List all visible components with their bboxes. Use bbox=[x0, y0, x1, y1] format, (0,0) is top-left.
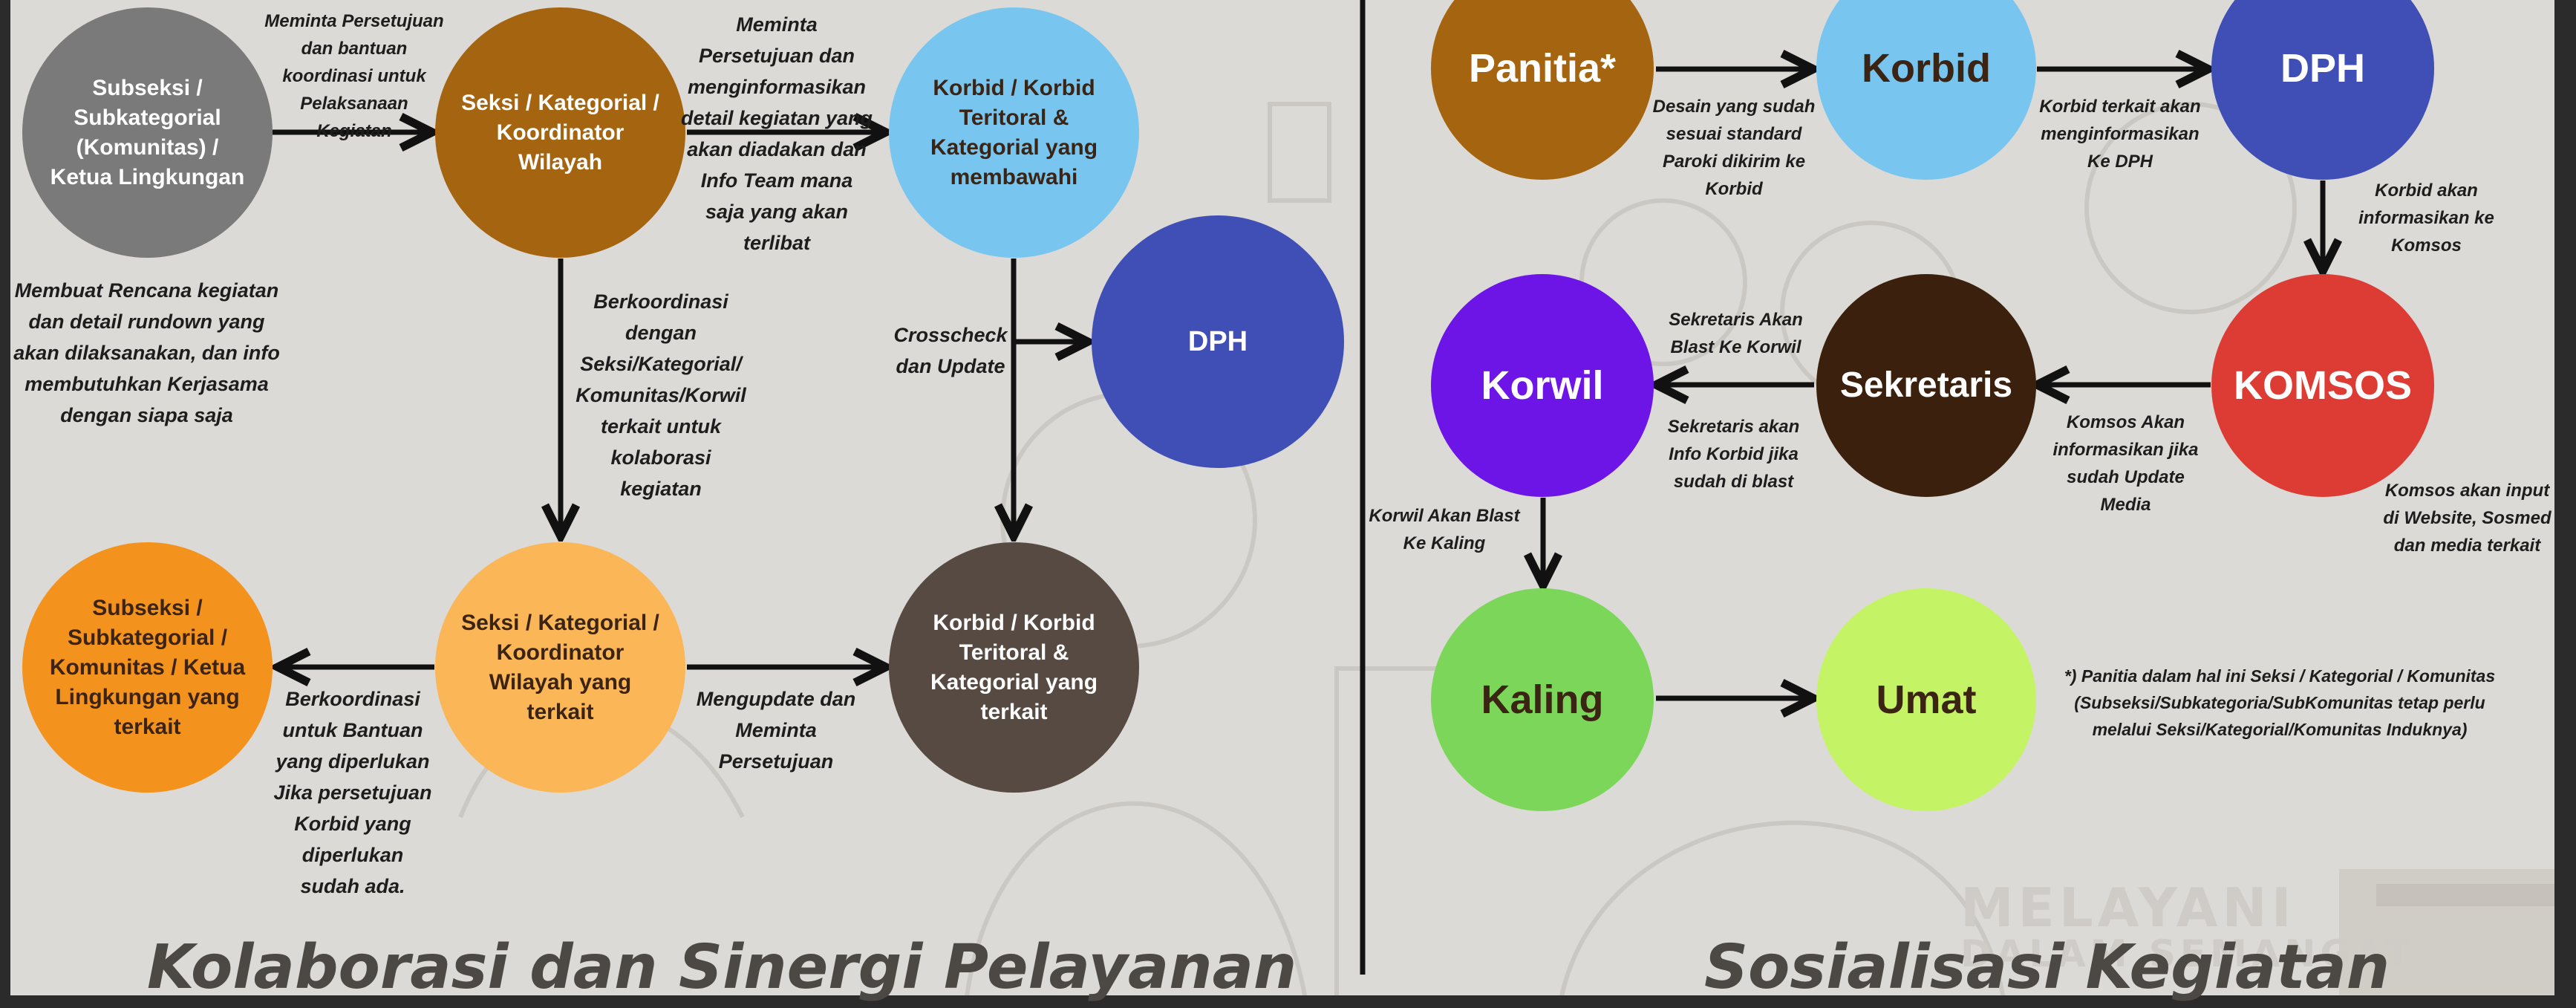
node-label: Korbid bbox=[1862, 46, 1991, 91]
note-crosscheck-update: Crosscheck dan Update bbox=[893, 324, 1008, 377]
note-korbid-info-komsos: Korbid akan informasikan ke Komsos bbox=[2358, 181, 2494, 256]
note-berkoordinasi-kolaborasi: Berkoordinasi dengan Seksi/Kategorial/ K… bbox=[575, 290, 746, 500]
node-label: Panitia* bbox=[1468, 46, 1617, 91]
node-label: Subseksi / Subkategorial / Komunitas / K… bbox=[49, 595, 246, 739]
note-desain-dikirim: Desain yang sudah sesuai standard Paroki… bbox=[1652, 97, 1816, 199]
node-subseksi-ketua-lingkungan: Subseksi / Subkategorial (Komunitas) / K… bbox=[22, 7, 273, 258]
node-label: Kaling bbox=[1481, 677, 1604, 722]
node-label: DPH bbox=[1187, 326, 1248, 357]
node-seksi-koordinator-wilayah: Seksi / Kategorial / Koordinator Wilayah bbox=[435, 7, 685, 258]
node-label: Korbid / Korbid Teritoral & Kategorial y… bbox=[930, 610, 1098, 724]
node-komsos: KOMSOS bbox=[2211, 274, 2434, 497]
note-meminta-persetujuan-koordinasi: Meminta Persetujuan dan bantuan koordina… bbox=[264, 11, 444, 141]
node-label: Korbid / Korbid Teritoral & Kategorial y… bbox=[930, 75, 1098, 189]
note-sekretaris-blast-korwil: Sekretaris Akan Blast Ke Korwil bbox=[1669, 310, 1803, 357]
node-seksi-terkait: Seksi / Kategorial / Koordinator Wilayah… bbox=[435, 542, 685, 793]
node-sekretaris: Sekretaris bbox=[1816, 274, 2036, 497]
node-label: Sekretaris bbox=[1839, 365, 2013, 405]
node-label: DPH bbox=[2280, 46, 2365, 91]
node-label: Subseksi / Subkategorial (Komunitas) / K… bbox=[50, 75, 245, 189]
node-label: KOMSOS bbox=[2233, 363, 2413, 408]
note-meminta-persetujuan-detail: Meminta Persetujuan dan menginformasikan… bbox=[680, 13, 873, 254]
note-komsos-input-media: Komsos akan input di Website, Sosmed dan… bbox=[2383, 481, 2551, 556]
note-komsos-info-update: Komsos Akan informasikan jika sudah Upda… bbox=[2052, 412, 2199, 515]
note-berkoordinasi-bantuan: Berkoordinasi untuk Bantuan yang diperlu… bbox=[273, 688, 432, 897]
node-dph-right: DPH bbox=[2211, 0, 2434, 180]
node-label: Seksi / Kategorial / Koordinator Wilayah bbox=[461, 90, 659, 175]
node-korbid-membawahi: Korbid / Korbid Teritoral & Kategorial y… bbox=[889, 7, 1139, 258]
node-umat: Umat bbox=[1816, 588, 2036, 811]
node-kaling: Kaling bbox=[1431, 588, 1654, 811]
watermark-line-2: DALAM SEMANGAT bbox=[1960, 932, 2416, 975]
note-sekretaris-info-korbid: Sekretaris akan Info Korbid jika sudah d… bbox=[1667, 417, 1800, 492]
node-panitia: Panitia* bbox=[1431, 0, 1654, 180]
note-panitia-footnote: *) Panitia dalam hal ini Seksi / Kategor… bbox=[2064, 666, 2496, 739]
node-label: Seksi / Kategorial / Koordinator Wilayah… bbox=[461, 610, 659, 724]
note-korbid-info-dph: Korbid terkait akan menginformasikan Ke … bbox=[2039, 97, 2201, 172]
node-korbid: Korbid bbox=[1816, 0, 2036, 180]
node-korbid-terkait: Korbid / Korbid Teritoral & Kategorial y… bbox=[889, 542, 1139, 793]
node-korwil: Korwil bbox=[1431, 274, 1654, 497]
title-sosialisasi: Sosialisasi Kegiatan bbox=[1704, 932, 2390, 1003]
node-label: Korwil bbox=[1481, 363, 1604, 408]
watermark-line-1: MELAYANI bbox=[1960, 877, 2296, 939]
title-kolaborasi: Kolaborasi dan Sinergi Pelayanan bbox=[147, 932, 1297, 1003]
note-korwil-blast-kaling: Korwil Akan Blast Ke Kaling bbox=[1369, 506, 1520, 553]
note-rencana-kegiatan: Membuat Rencana kegiatan dan detail rund… bbox=[13, 279, 280, 426]
node-subseksi-terkait: Subseksi / Subkategorial / Komunitas / K… bbox=[22, 542, 273, 793]
node-dph-left: DPH bbox=[1092, 215, 1344, 468]
note-mengupdate-persetujuan: Mengupdate dan Meminta Persetujuan bbox=[696, 688, 856, 773]
node-label: Umat bbox=[1876, 677, 1977, 722]
